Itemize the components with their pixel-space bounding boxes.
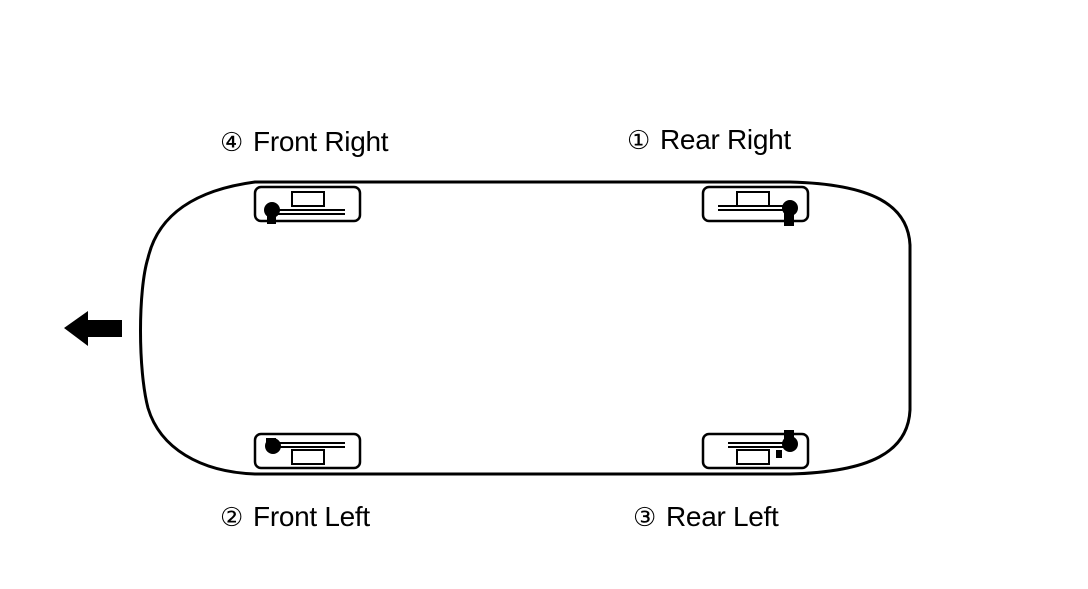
wheel-rear-right (701, 185, 810, 226)
wheel-name-front-left: Front Left (253, 501, 370, 532)
car-body-outline (139, 180, 912, 476)
wheel-name-front-right: Front Right (253, 126, 389, 157)
label-front-right: ④ Front Right (220, 126, 389, 158)
forward-arrow-icon (64, 311, 122, 346)
label-front-left: ② Front Left (220, 501, 370, 533)
wheel-number-rear-left: ③ (633, 503, 657, 533)
label-rear-right: ① Rear Right (627, 124, 791, 156)
wheel-front-right (253, 185, 362, 224)
label-rear-left: ③ Rear Left (633, 501, 779, 533)
wheel-name-rear-left: Rear Left (666, 501, 779, 532)
wheel-name-rear-right: Rear Right (660, 124, 791, 155)
wheel-number-rear-right: ① (627, 126, 651, 156)
wheel-front-left (253, 432, 362, 470)
wheel-number-front-left: ② (220, 503, 244, 533)
wheel-rear-left (701, 430, 810, 470)
wheel-number-front-right: ④ (220, 128, 244, 158)
